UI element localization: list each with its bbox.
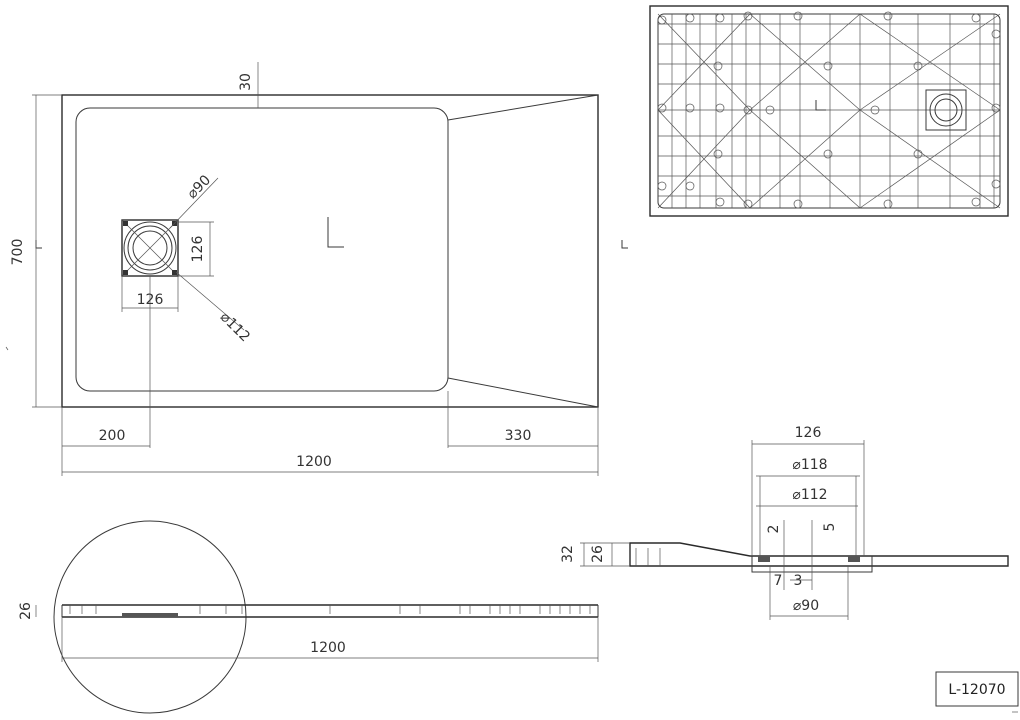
dim-top-offset: 30 xyxy=(238,73,254,91)
dim-side-thickness: 26 xyxy=(18,602,34,620)
dim-drain-box-w: 126 xyxy=(137,292,164,308)
dim-drain-90: ⌀90 xyxy=(793,598,819,614)
dim-drain-gap-3: 3 xyxy=(794,573,803,589)
title-block: L-12070 xyxy=(935,671,1019,707)
dim-drain-step-2: 2 xyxy=(766,525,782,534)
dim-drain-dia-outer: ⌀112 xyxy=(217,309,253,345)
underside-view xyxy=(649,5,1009,217)
dim-right-offset: 330 xyxy=(505,428,532,444)
drain-section: 126 ⌀118 ⌀112 2 5 32 26 7 3 ⌀90 xyxy=(560,425,1009,620)
dim-drain-step-5: 5 xyxy=(822,523,838,532)
tray-outline xyxy=(61,94,599,408)
center-mark xyxy=(327,217,344,248)
dim-drain-126: 126 xyxy=(795,425,822,441)
dim-left-offset: 200 xyxy=(99,428,126,444)
plan-view: 30 700 126 126 ⌀90 ⌀112 200 330 1200 xyxy=(10,62,628,476)
side-section: 26 1200 xyxy=(18,520,599,714)
dim-height: 700 xyxy=(10,239,26,266)
dim-drain-gap-7: 7 xyxy=(774,573,783,589)
dim-width: 1200 xyxy=(296,454,332,470)
tray-basin xyxy=(75,107,449,392)
dim-drain-h-32: 32 xyxy=(560,545,576,563)
dim-drain-118: ⌀118 xyxy=(792,457,827,473)
dim-drain-h-26: 26 xyxy=(590,545,606,563)
drain-symbol xyxy=(121,219,179,277)
dim-side-length: 1200 xyxy=(310,640,346,656)
dim-drain-box-h: 126 xyxy=(190,236,206,263)
dim-drain-dia-inner: ⌀90 xyxy=(184,172,214,202)
model-label: L-12070 xyxy=(948,682,1005,698)
dim-drain-112: ⌀112 xyxy=(792,487,827,503)
